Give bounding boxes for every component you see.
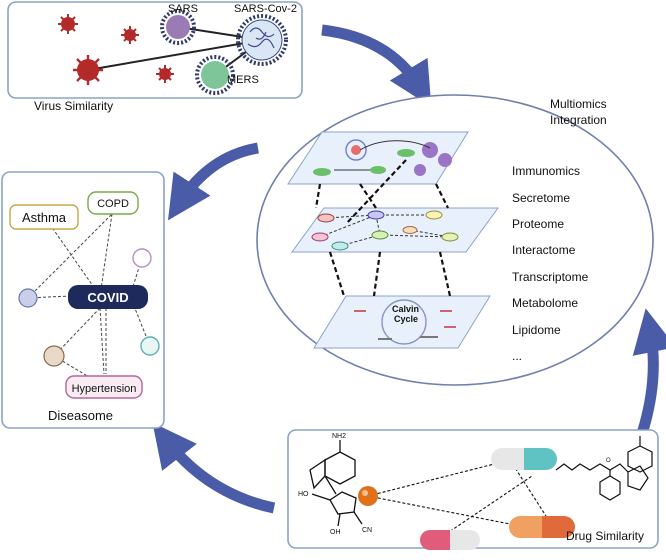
- omics-layer-label: Metabolome: [512, 296, 578, 310]
- omics-layer-label: Secretome: [512, 191, 570, 205]
- oh-label: OH: [330, 529, 341, 536]
- mers-virus-icon: [195, 55, 235, 95]
- disease-node: [43, 345, 65, 367]
- layer-links: [314, 159, 452, 297]
- capsule-icon: [491, 448, 557, 470]
- disease-node: [140, 336, 160, 356]
- omics-layer-label: Interactome: [512, 243, 576, 257]
- curved-arrow-icon: [167, 142, 260, 221]
- virus-icon: [58, 14, 78, 34]
- omics-layer-label: ...: [512, 349, 522, 363]
- virus-icon: [121, 26, 139, 44]
- ho-label: HO: [298, 491, 309, 498]
- multiomics-title-line2: Integration: [550, 113, 607, 127]
- covid-node: [68, 285, 148, 309]
- hypertension-label: Hypertension: [72, 383, 137, 395]
- sars-virus-icon: [160, 9, 196, 45]
- prodrug-molecule-icon: [555, 436, 653, 501]
- disease-node: [18, 288, 38, 308]
- o-label: O: [606, 458, 611, 464]
- sars-label: SARS: [168, 3, 198, 15]
- calvin-label: Calvin: [392, 304, 419, 314]
- curved-arrow-icon: [632, 308, 666, 442]
- drug-similarity-panel: NH2 HO OH CN O: [287, 429, 659, 550]
- capsule-icon: [509, 516, 575, 538]
- copd-node: [87, 191, 139, 215]
- disease-node: [132, 248, 152, 268]
- omics-layer-label: Transcriptome: [512, 270, 589, 284]
- multiomics-title-line1: Multiomics: [550, 97, 607, 111]
- copd-label: COPD: [97, 198, 129, 210]
- cycle-label: Cycle: [394, 314, 418, 324]
- omics-layer-label: Lipidome: [512, 323, 561, 337]
- remdesivir-molecule-icon: [309, 440, 363, 527]
- cn-label: CN: [362, 527, 372, 534]
- covid-label: COVID: [87, 290, 128, 305]
- diseasome-panel: Asthma COPD COVID Hypertension Diseasome: [1, 171, 165, 429]
- curved-arrow-icon: [321, 24, 432, 107]
- similarity-line: [87, 39, 263, 71]
- mers-label: MERS: [227, 74, 259, 86]
- sars-cov2-label: SARS-Cov-2: [234, 3, 297, 15]
- multiomics-panel: Calvin Cycle Multiomics Integration Immu…: [256, 94, 654, 386]
- virus-similarity-panel: SARS SARS-Cov-2 MERS Virus Similarity: [7, 1, 303, 113]
- hypertension-node: [65, 375, 143, 399]
- drug-node-icon: [358, 486, 378, 506]
- virus-icon: [156, 65, 174, 83]
- virus-similarity-caption: Virus Similarity: [34, 99, 113, 113]
- diseasome-caption: Diseasome: [48, 408, 113, 423]
- virus-icon: [73, 55, 103, 85]
- omics-layer-label: Proteome: [512, 217, 564, 231]
- omics-layer-middle: [291, 207, 499, 253]
- asthma-node: [9, 204, 79, 230]
- omics-layer-label: Immunomics: [512, 164, 580, 178]
- curved-arrow-icon: [152, 422, 276, 514]
- sars-cov2-virus-icon: [236, 14, 288, 66]
- capsule-icon: [420, 530, 480, 550]
- asthma-label: Asthma: [22, 210, 67, 225]
- omics-layer-bottom: Calvin Cycle: [313, 295, 491, 349]
- nh2-label: NH2: [332, 433, 346, 440]
- drug-similarity-caption: Drug Similarity: [566, 529, 644, 543]
- cycle-arrows: [152, 24, 666, 514]
- omics-layer-list: Immunomics Secretome Proteome Interactom…: [512, 164, 589, 363]
